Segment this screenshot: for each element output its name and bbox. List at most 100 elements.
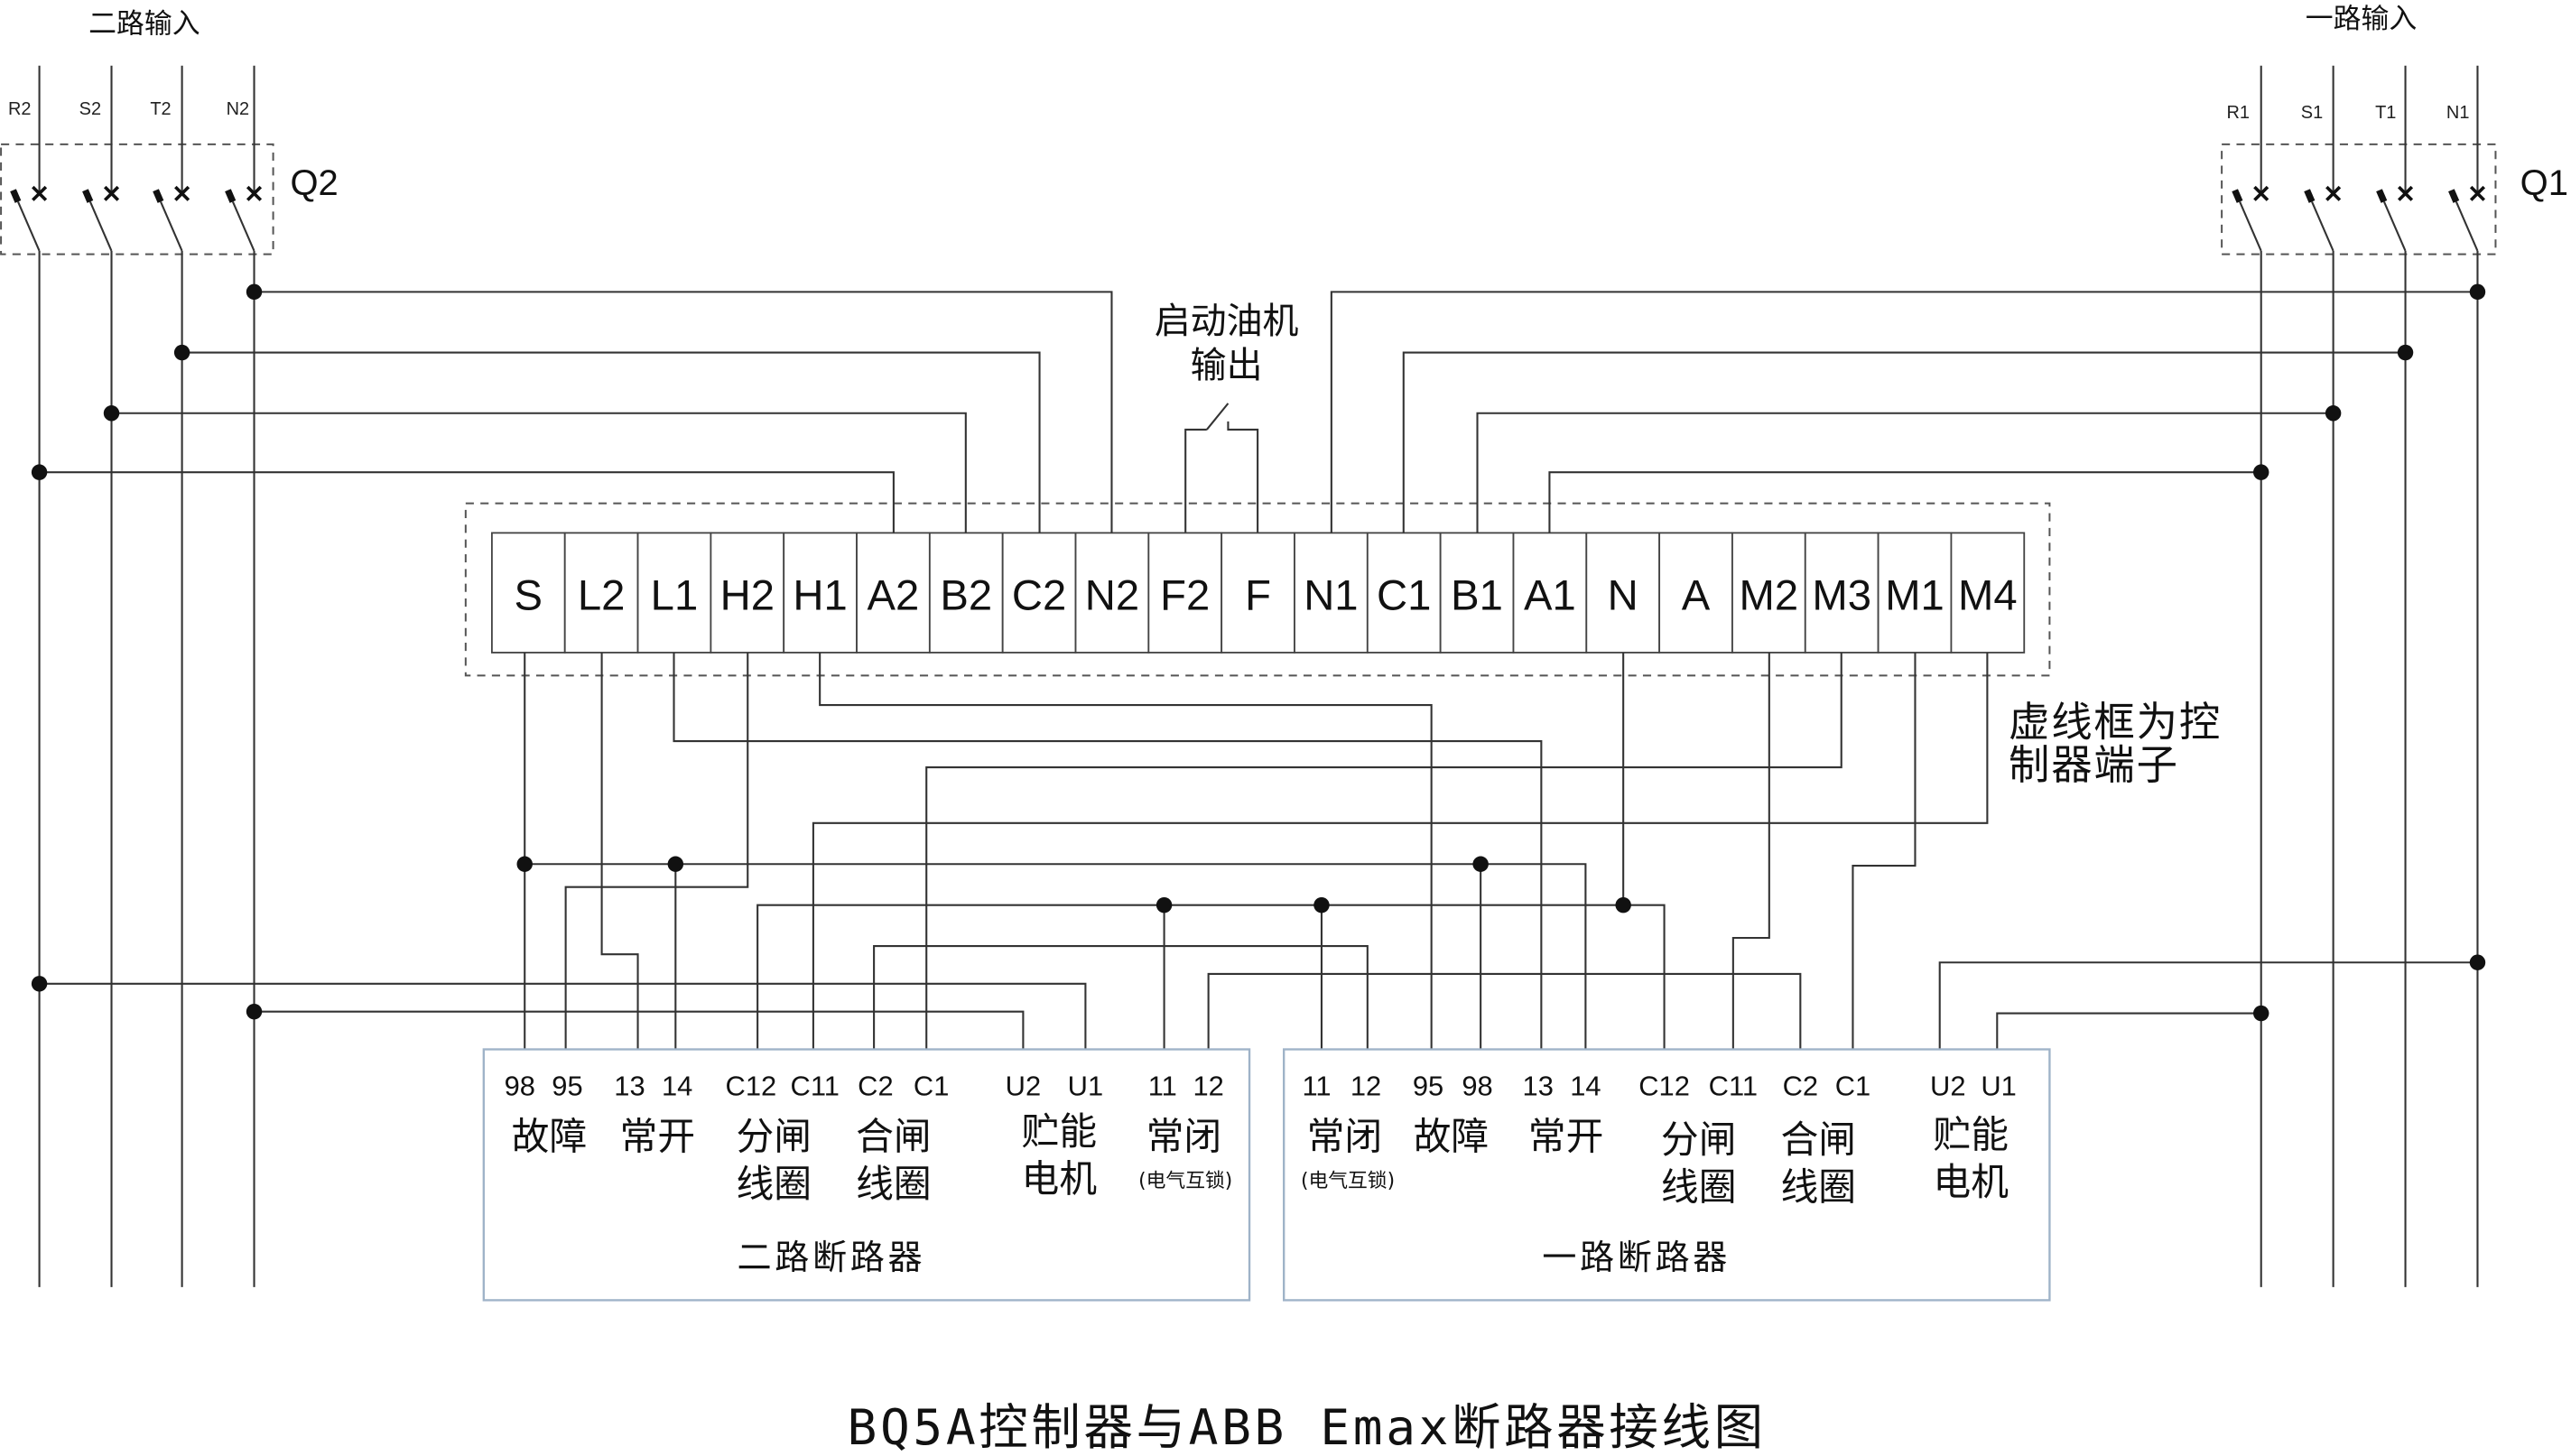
terminal-a1: A1	[1512, 532, 1588, 654]
terminal-label: F2	[1160, 572, 1210, 620]
second-breaker-frame	[482, 1048, 1251, 1302]
fixed-contact-icon	[2398, 185, 2414, 201]
terminal-cell	[856, 532, 931, 654]
terminal-cell	[1074, 532, 1150, 654]
terminal-m3: M3	[1804, 532, 1880, 654]
wire-t2-to-terminal-c2	[181, 351, 1041, 533]
breaker-terminal-c12: C12	[1638, 1070, 1690, 1101]
open-coil-label-line1: 分闸	[737, 1114, 812, 1158]
breaker-terminal-14: 14	[662, 1070, 692, 1101]
phase-label-n2: N2	[227, 99, 250, 119]
wire-neutral-bus	[756, 904, 1666, 1050]
terminal-label: M1	[1885, 572, 1944, 620]
breaker-terminal-c11: C11	[791, 1070, 840, 1101]
breaker-terminal-u2: U2	[1006, 1070, 1041, 1101]
controller-frame	[464, 502, 2051, 677]
terminal-cell	[1658, 532, 1733, 654]
wire-n2-to-terminal-n2	[254, 291, 1113, 533]
breaker-terminal-c12: C12	[726, 1070, 777, 1101]
terminal-b2: B2	[928, 532, 1004, 654]
contact-blade	[1206, 403, 1230, 431]
terminal-s: S	[490, 532, 566, 654]
no-contact-label: 常开	[1528, 1114, 1604, 1158]
wire-s2-to-terminal-b2	[111, 412, 967, 533]
terminal-cell	[1221, 532, 1295, 654]
breaker-terminal-u1: U1	[1068, 1070, 1103, 1101]
fixed-contact-icon	[174, 185, 190, 201]
controller-note-line1: 虚线框为控	[2009, 699, 2222, 747]
first-breaker-title: 一路断路器	[1542, 1238, 1731, 1277]
terminal-cell	[1294, 532, 1369, 654]
wire-m4-to-c11	[812, 652, 1989, 1050]
switch-blade	[2239, 201, 2262, 252]
wire-t1-to-terminal-c1	[1402, 351, 2406, 533]
second-breaker-title: 二路断路器	[737, 1238, 925, 1277]
terminal-l1: L1	[636, 532, 712, 654]
junction-dot	[2252, 1005, 2269, 1022]
pole-r1	[2232, 65, 2269, 1287]
breaker-terminal-c2: C2	[1783, 1070, 1818, 1101]
breaker-terminal-14: 14	[1570, 1070, 1601, 1101]
junction-dot	[1313, 896, 1330, 913]
junction-dot	[2469, 954, 2486, 970]
pole-s1	[2304, 65, 2342, 1287]
terminal-l2: L2	[563, 532, 639, 654]
motor-label-line1: 贮能	[1022, 1109, 1098, 1154]
junction-dot	[1156, 896, 1173, 913]
junction-dot	[1472, 856, 1489, 872]
breaker-terminal-11: 11	[1148, 1070, 1177, 1101]
terminal-label: N2	[1085, 572, 1139, 620]
nc-contact-label: 常闭	[1307, 1114, 1383, 1158]
wire-m3-to-c1	[925, 652, 1842, 1050]
terminal-f: F	[1221, 532, 1295, 654]
terminal-cell	[1804, 532, 1880, 654]
terminal-label: H2	[720, 572, 775, 620]
interlock-label: (电气互锁)	[1138, 1170, 1232, 1192]
junction-dot	[2325, 405, 2342, 422]
terminal-m1: M1	[1877, 532, 1953, 654]
terminal-cell	[1439, 532, 1515, 654]
second-breaker: 98 95 13 14 C12 C11 C2 C1 U2 U1 11 12 故障…	[482, 1048, 1251, 1302]
wiring	[39, 291, 2478, 1050]
breaker-terminal-c1: C1	[1835, 1070, 1870, 1101]
breaker-terminal-11: 11	[1302, 1070, 1331, 1101]
breaker-terminal-13: 13	[1523, 1070, 1554, 1101]
breaker-terminal-u1: U1	[1981, 1070, 2016, 1101]
blade-tip-icon	[82, 189, 94, 203]
fixed-contact-icon	[2325, 185, 2342, 201]
switch-q2-label: Q2	[290, 163, 338, 203]
junction-dot	[246, 1004, 263, 1020]
breaker-terminal-95: 95	[552, 1070, 582, 1101]
terminal-label: S	[515, 572, 543, 620]
junction-dot	[31, 976, 48, 992]
first-input-title: 一路输入	[2306, 3, 2417, 35]
terminal-f2: F2	[1147, 532, 1223, 654]
wire-h2-to-95	[564, 652, 749, 1050]
switch-q1-label: Q1	[2520, 163, 2568, 203]
wire-l2-to-13	[600, 652, 639, 1050]
diagram-title: BQ5A控制器与ABB Emax断路器接线图	[848, 1398, 1767, 1456]
breaker-terminal-12: 12	[1193, 1070, 1223, 1101]
breaker-terminal-c1: C1	[914, 1070, 949, 1101]
junction-dots	[31, 283, 2486, 1022]
terminal-h1: H1	[783, 532, 858, 654]
junction-dot	[246, 283, 263, 301]
terminal-label: M3	[1812, 572, 1871, 620]
wire-h1-to-95-first	[819, 652, 1433, 1050]
motor-label-line1: 贮能	[1933, 1112, 2009, 1156]
wire-r1-to-u1-first	[1996, 1012, 2261, 1050]
phase-label-n1: N1	[2446, 103, 2470, 123]
second-input-poles	[10, 65, 263, 1287]
first-breaker: 11 12 95 98 13 14 C12 C11 C2 C1 U2 U1 常闭…	[1283, 1048, 2051, 1302]
terminal-c1: C1	[1366, 532, 1442, 654]
motor-label-line2: 电机	[1022, 1157, 1098, 1201]
generator-output-label-line2: 输出	[1191, 345, 1263, 386]
terminal-label: C2	[1012, 572, 1066, 620]
pole-n2	[225, 65, 263, 1287]
blade-tip-icon	[10, 189, 22, 203]
terminal-label: F	[1245, 572, 1271, 620]
open-coil-label-line2: 线圈	[737, 1162, 812, 1206]
close-coil-label-line1: 合闸	[1781, 1118, 1857, 1162]
switch-blade	[88, 201, 113, 252]
terminal-label: A1	[1524, 572, 1576, 620]
